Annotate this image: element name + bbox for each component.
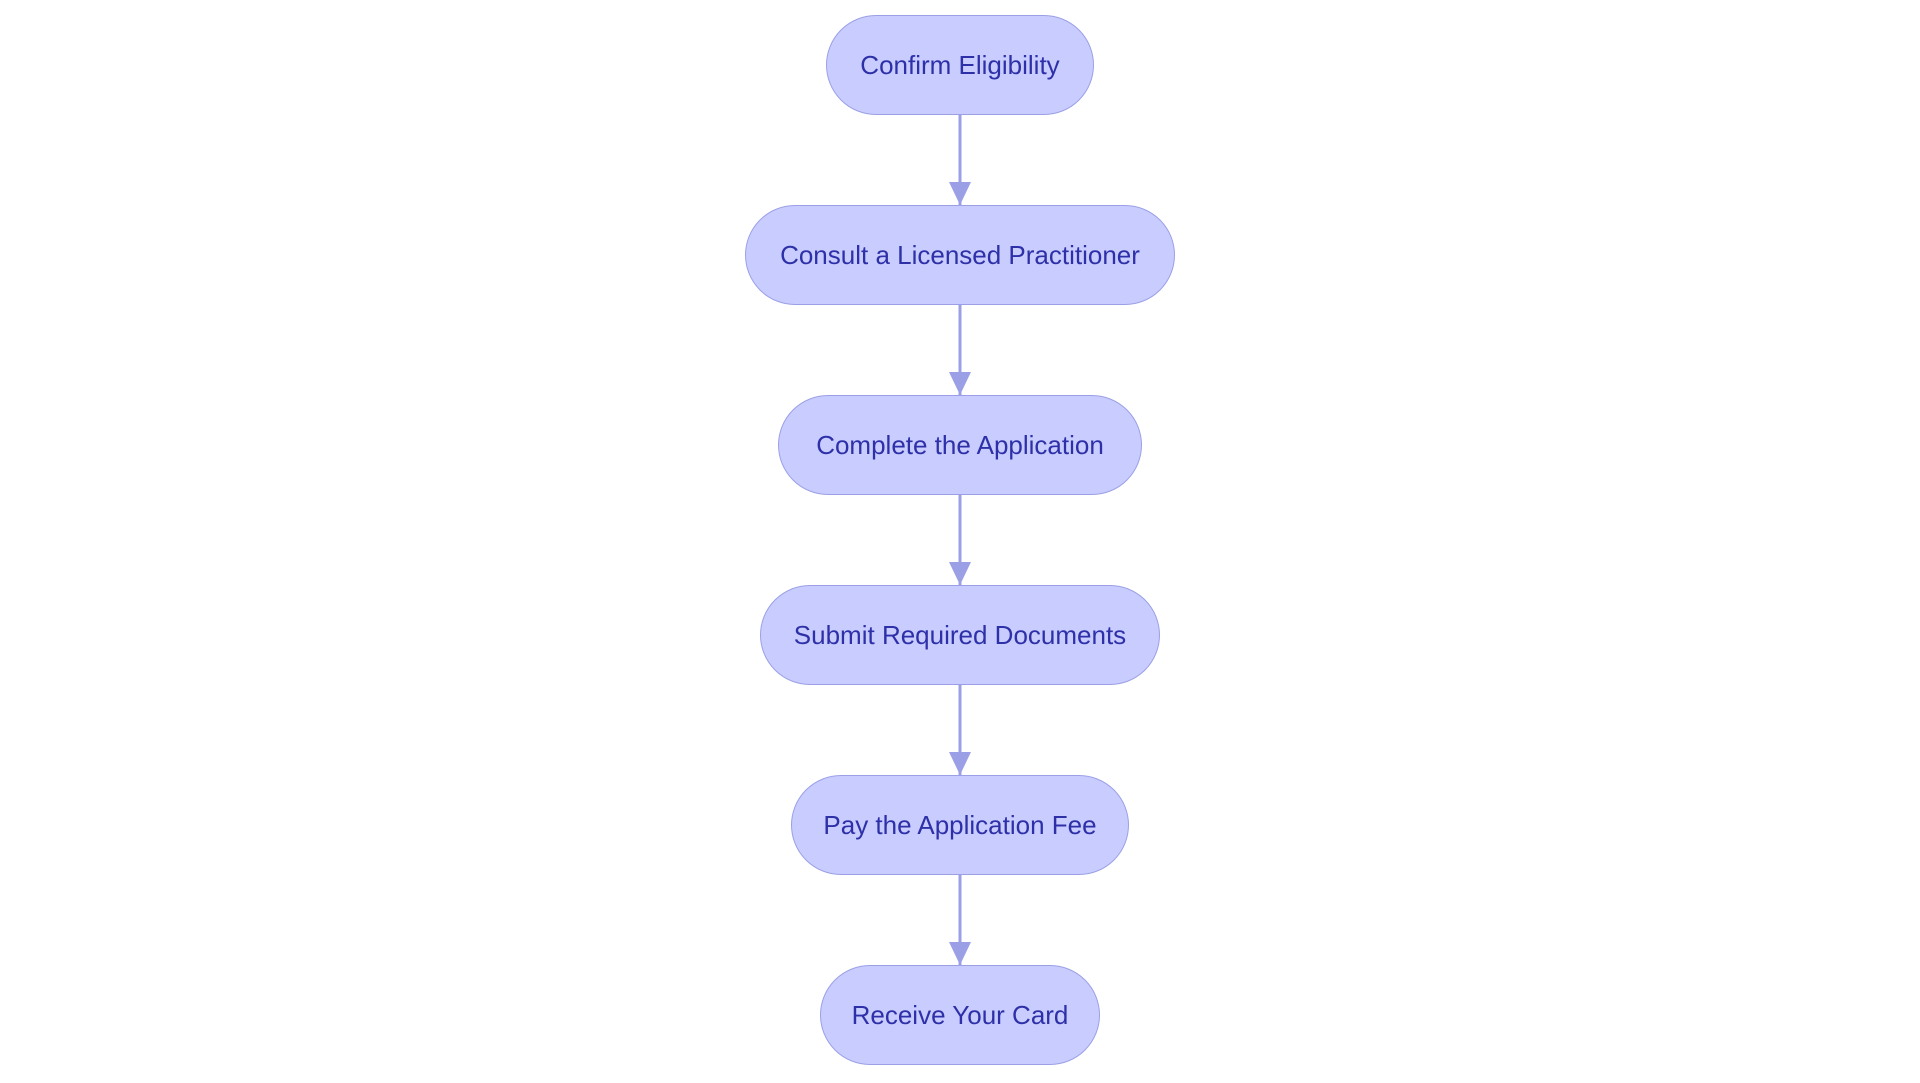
step-receive-card: Receive Your Card bbox=[820, 965, 1100, 1065]
step-consult-practitioner: Consult a Licensed Practitioner bbox=[745, 205, 1175, 305]
arrowhead-1 bbox=[949, 182, 971, 205]
arrowhead-3 bbox=[949, 562, 971, 585]
arrowhead-2 bbox=[949, 372, 971, 395]
arrowhead-5 bbox=[949, 942, 971, 965]
step-submit-documents: Submit Required Documents bbox=[760, 585, 1160, 685]
step-complete-application: Complete the Application bbox=[778, 395, 1142, 495]
step-pay-fee: Pay the Application Fee bbox=[791, 775, 1129, 875]
arrowhead-4 bbox=[949, 752, 971, 775]
step-confirm-eligibility: Confirm Eligibility bbox=[826, 15, 1094, 115]
